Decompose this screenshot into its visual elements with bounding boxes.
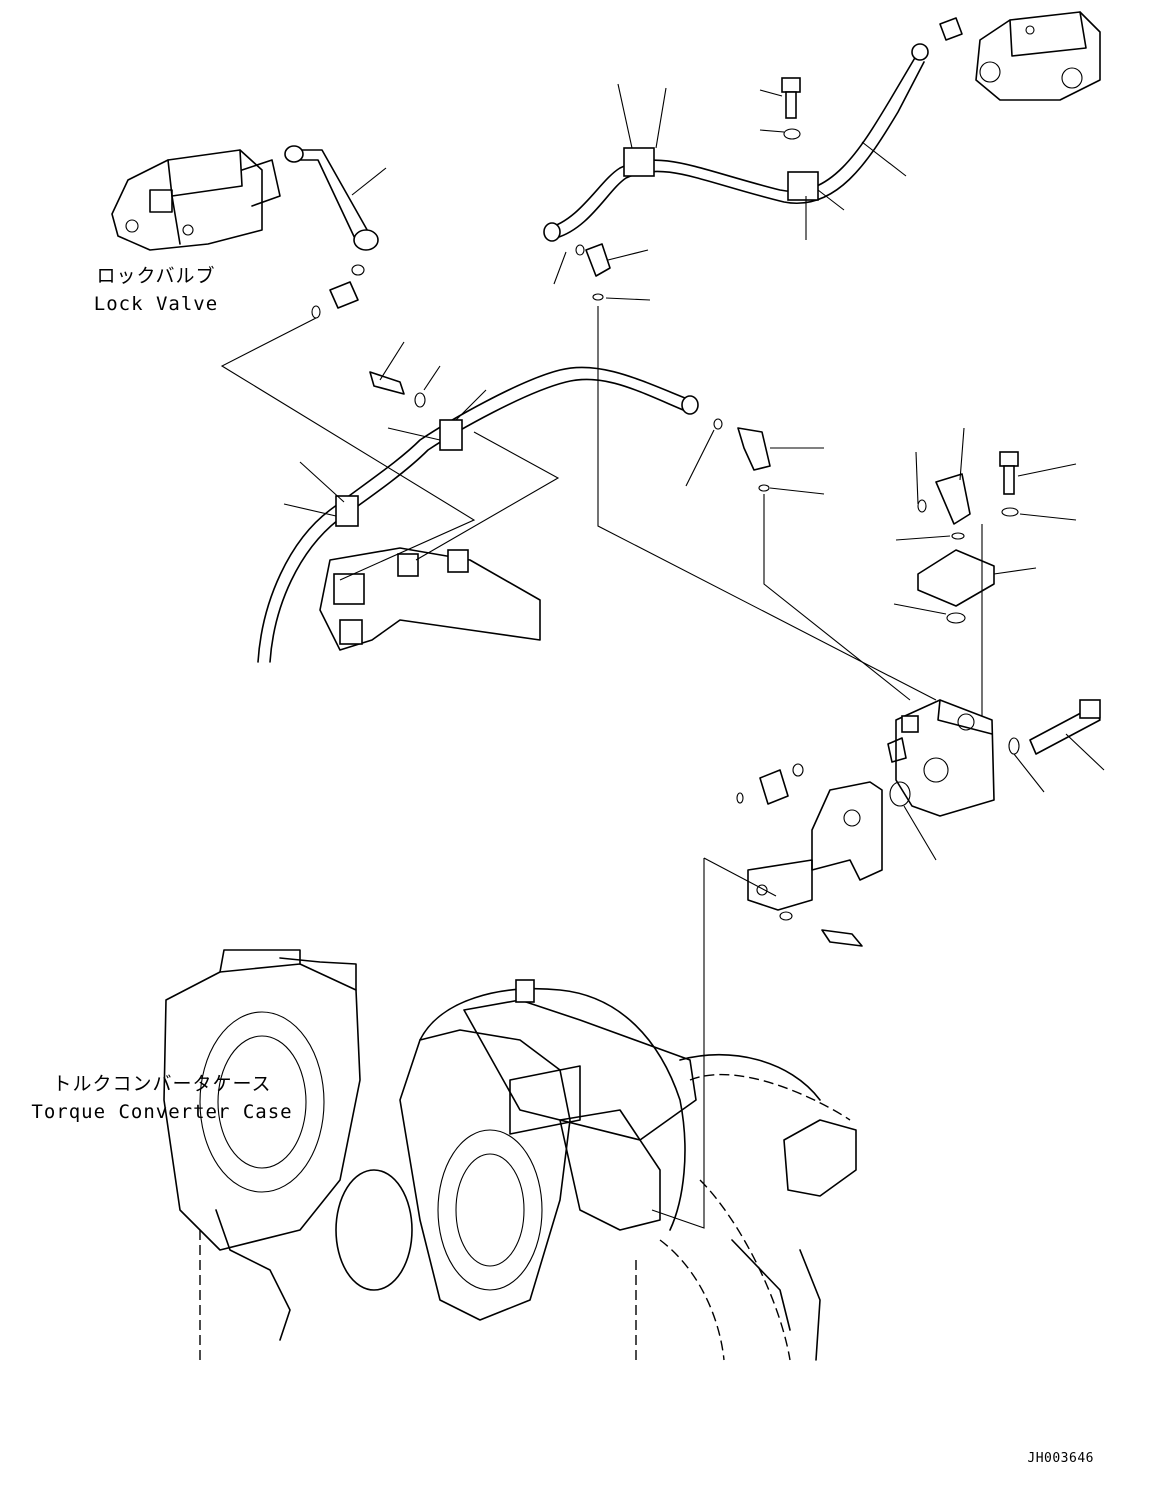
top-right-valve <box>939 11 1101 101</box>
lock-valve-label-ja: ロックバルブ <box>96 264 215 287</box>
torque-converter-label-ja: トルクコンバータケース <box>52 1073 271 1095</box>
lock-valve-label-en: Lock Valve <box>94 293 218 315</box>
upper-hose-assembly <box>543 43 929 301</box>
middle-left-bracket <box>319 547 541 651</box>
connection-leaders <box>220 306 983 1229</box>
torque-converter-label-en: Torque Converter Case <box>31 1101 292 1123</box>
lock-valve <box>111 149 281 251</box>
mounting-bracket <box>736 763 883 947</box>
right-valve-body <box>887 699 1105 861</box>
middle-hose <box>257 341 825 663</box>
lock-valve-hose <box>284 145 387 319</box>
flange-and-elbow <box>893 427 1077 624</box>
drawing-number: JH003646 <box>1027 1451 1094 1466</box>
torque-converter-case <box>163 949 857 1361</box>
top-bolt <box>759 77 801 140</box>
